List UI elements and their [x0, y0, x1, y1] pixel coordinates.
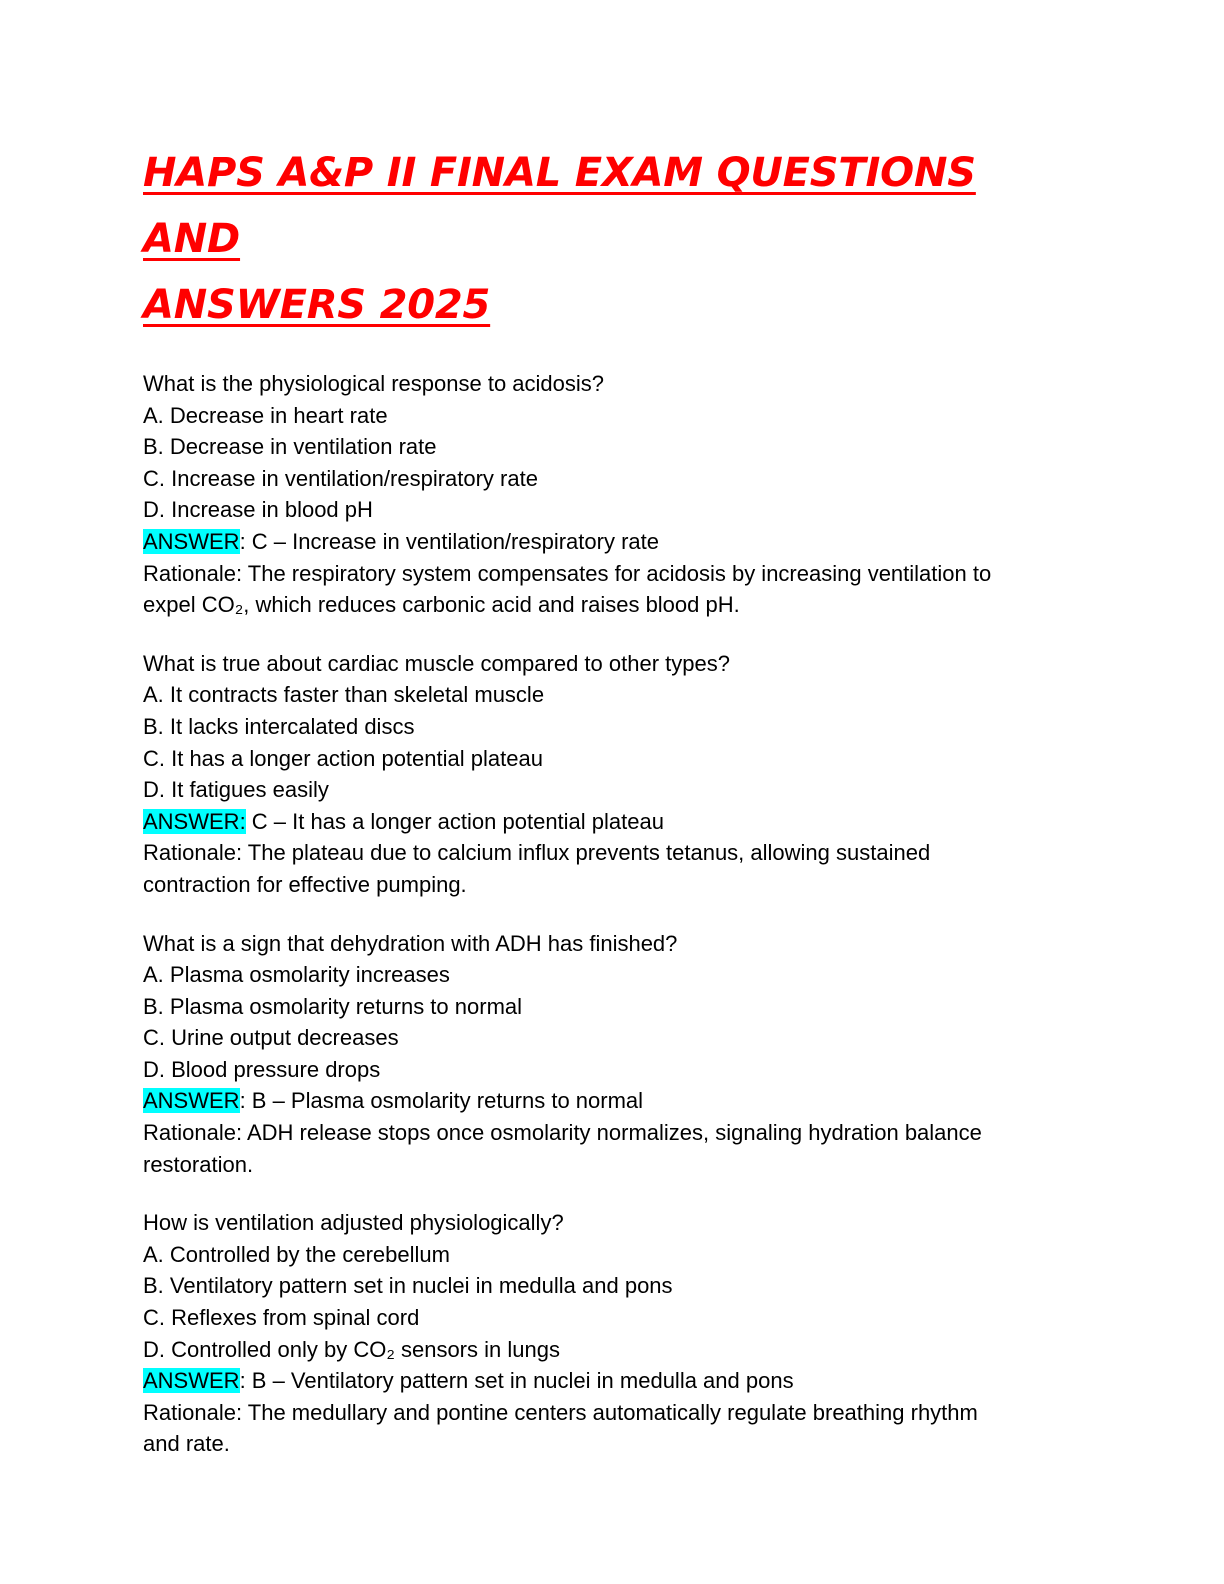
option-a: A. Controlled by the cerebellum	[143, 1241, 450, 1267]
option-d: D. Blood pressure drops	[143, 1056, 381, 1082]
option-d: D. Increase in blood pH	[143, 497, 373, 523]
option-c: C. It has a longer action potential plat…	[143, 745, 543, 771]
answer-line: ANSWER: B – Plasma osmolarity returns to…	[143, 1085, 1073, 1117]
question-text: How is ventilation adjusted physiologica…	[143, 1210, 564, 1236]
answer-text: B – Plasma osmolarity returns to normal	[251, 1088, 644, 1114]
option-b: B. Ventilatory pattern set in nuclei in …	[143, 1273, 673, 1299]
rationale-line-2: and rate.	[143, 1431, 230, 1457]
question-block-3: What is a sign that dehydration with ADH…	[143, 928, 1073, 1181]
question-text: What is true about cardiac muscle compar…	[143, 650, 730, 676]
question-block-4: How is ventilation adjusted physiologica…	[143, 1207, 1073, 1460]
document-title: HAPS A&P II FINAL EXAM QUESTIONS AND ANS…	[143, 140, 1073, 338]
answer-text: C – Increase in ventilation/respiratory …	[251, 528, 659, 554]
answer-label: ANSWER	[143, 1088, 240, 1114]
answer-label: ANSWER	[143, 1368, 240, 1394]
document-page: HAPS A&P II FINAL EXAM QUESTIONS AND ANS…	[143, 140, 1073, 1460]
option-d: D. It fatigues easily	[143, 777, 329, 803]
rationale-line-2: restoration.	[143, 1151, 254, 1177]
answer-label-text: ANSWER	[143, 808, 240, 834]
answer-line: ANSWER: C – It has a longer action poten…	[143, 806, 1073, 838]
option-a: A. It contracts faster than skeletal mus…	[143, 682, 545, 708]
option-a: A. Decrease in heart rate	[143, 402, 388, 428]
question-block-2: What is true about cardiac muscle compar…	[143, 648, 1073, 901]
answer-text: B – Ventilatory pattern set in nuclei in…	[251, 1368, 794, 1394]
option-d: D. Controlled only by CO₂ sensors in lun…	[143, 1336, 560, 1362]
answer-separator: :	[239, 1368, 252, 1394]
option-b: B. It lacks intercalated discs	[143, 713, 415, 739]
option-a: A. Plasma osmolarity increases	[143, 962, 450, 988]
rationale-line-1: Rationale: The medullary and pontine cen…	[143, 1399, 978, 1425]
option-c: C. Reflexes from spinal cord	[143, 1305, 420, 1331]
answer-separator: :	[239, 528, 252, 554]
answer-line: ANSWER: B – Ventilatory pattern set in n…	[143, 1365, 1073, 1397]
answer-label: ANSWER	[143, 528, 240, 554]
rationale-line-2: contraction for effective pumping.	[143, 871, 467, 897]
answer-separator: :	[239, 1088, 252, 1114]
question-text: What is a sign that dehydration with ADH…	[143, 930, 678, 956]
option-c: C. Increase in ventilation/respiratory r…	[143, 465, 538, 491]
title-line-2: ANSWERS 2025	[143, 282, 491, 328]
answer-label: ANSWER:	[143, 808, 246, 834]
question-text: What is the physiological response to ac…	[143, 371, 605, 396]
answer-line: ANSWER: C – Increase in ventilation/resp…	[143, 526, 1073, 558]
option-b: B. Plasma osmolarity returns to normal	[143, 993, 523, 1019]
option-c: C. Urine output decreases	[143, 1025, 399, 1051]
question-block-1: What is the physiological response to ac…	[143, 368, 1073, 621]
rationale-line-1: Rationale: ADH release stops once osmola…	[143, 1120, 982, 1146]
rationale-line-1: Rationale: The respiratory system compen…	[143, 560, 992, 586]
option-b: B. Decrease in ventilation rate	[143, 434, 437, 460]
answer-text: C – It has a longer action potential pla…	[245, 808, 664, 834]
title-line-1: HAPS A&P II FINAL EXAM QUESTIONS AND	[143, 150, 976, 262]
answer-separator: :	[239, 808, 246, 834]
rationale-line-1: Rationale: The plateau due to calcium in…	[143, 840, 931, 866]
rationale-line-2: expel CO₂, which reduces carbonic acid a…	[143, 592, 740, 618]
